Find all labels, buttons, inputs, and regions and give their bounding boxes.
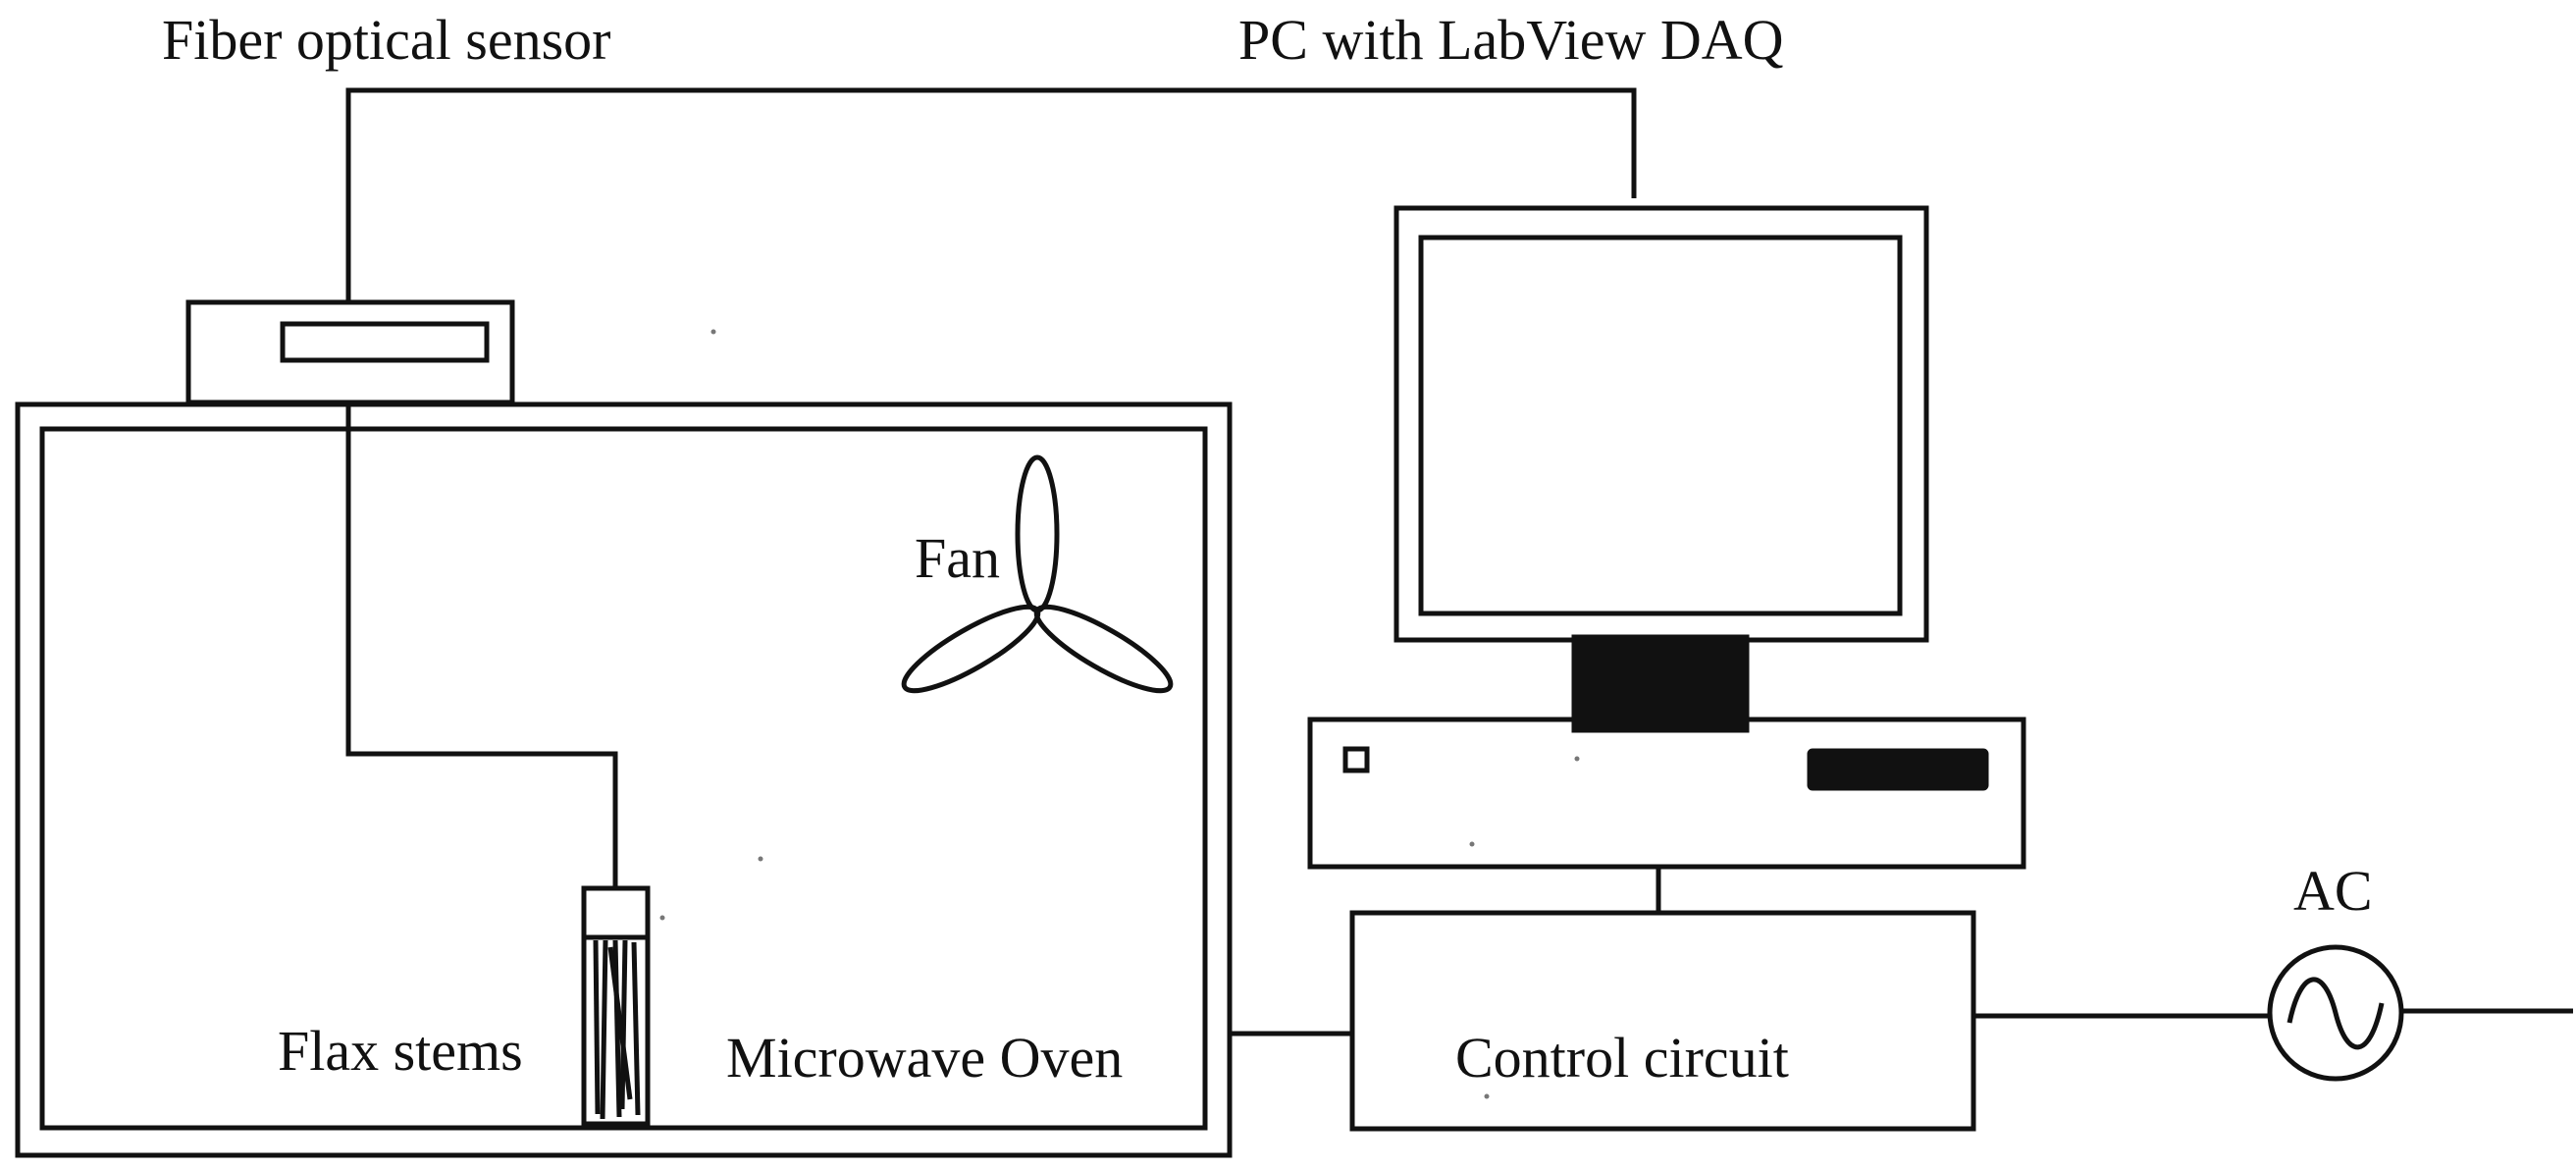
- oven-outer-frame: [15, 401, 1233, 1158]
- label-control-circuit: Control circuit: [1455, 1026, 1789, 1090]
- fiber-probe-cable: [345, 402, 618, 888]
- flax-stem: [600, 939, 608, 1120]
- label-fan: Fan: [915, 526, 1000, 590]
- flax-stem: [619, 939, 628, 1110]
- monitor-stand: [1571, 634, 1750, 733]
- sensor-box: [185, 299, 515, 405]
- label-microwave-oven: Microwave Oven: [726, 1026, 1123, 1090]
- pc-monitor: [1393, 205, 1929, 733]
- ac-source-icon: [2267, 944, 2404, 1082]
- label-flax-stems: Flax stems: [278, 1019, 523, 1083]
- flax-stem: [607, 946, 633, 1100]
- fan-blade: [1015, 454, 1060, 613]
- fiber-optical-sensor-unit: [185, 299, 515, 405]
- microwave-oven: [15, 401, 1233, 1158]
- fan-blade: [1033, 604, 1174, 694]
- sensor-display-slot: [280, 321, 490, 363]
- monitor-frame: [1393, 205, 1929, 643]
- container-tube: [581, 934, 651, 1127]
- control-circuit-box: [1349, 910, 1976, 1132]
- label-fiber-optical-sensor: Fiber optical sensor: [162, 8, 610, 72]
- scan-artifacts: [659, 329, 1580, 1099]
- flax-stems-bundle: [593, 939, 641, 1120]
- pc-power-button-icon: [1342, 746, 1370, 773]
- ac-sine-wave: [2287, 977, 2385, 1050]
- label-ac: AC: [2293, 859, 2373, 923]
- flax-stem: [593, 939, 601, 1115]
- label-pc-with-labview-daq: PC with LabView DAQ: [1238, 8, 1784, 72]
- oven-inner-cavity: [39, 426, 1208, 1131]
- flax-stem: [631, 941, 641, 1116]
- fiber-cable-to-pc: [345, 87, 1637, 302]
- monitor-screen: [1418, 235, 1903, 616]
- fan-icon: [901, 454, 1174, 694]
- pc-base-unit: [1307, 717, 2026, 870]
- fan-blade: [901, 604, 1041, 694]
- container-cap: [581, 885, 651, 940]
- flax-stems-container: [581, 885, 651, 1127]
- pc-case: [1307, 717, 2026, 870]
- pc-drive-bay: [1807, 748, 1989, 791]
- flax-stem: [612, 939, 622, 1118]
